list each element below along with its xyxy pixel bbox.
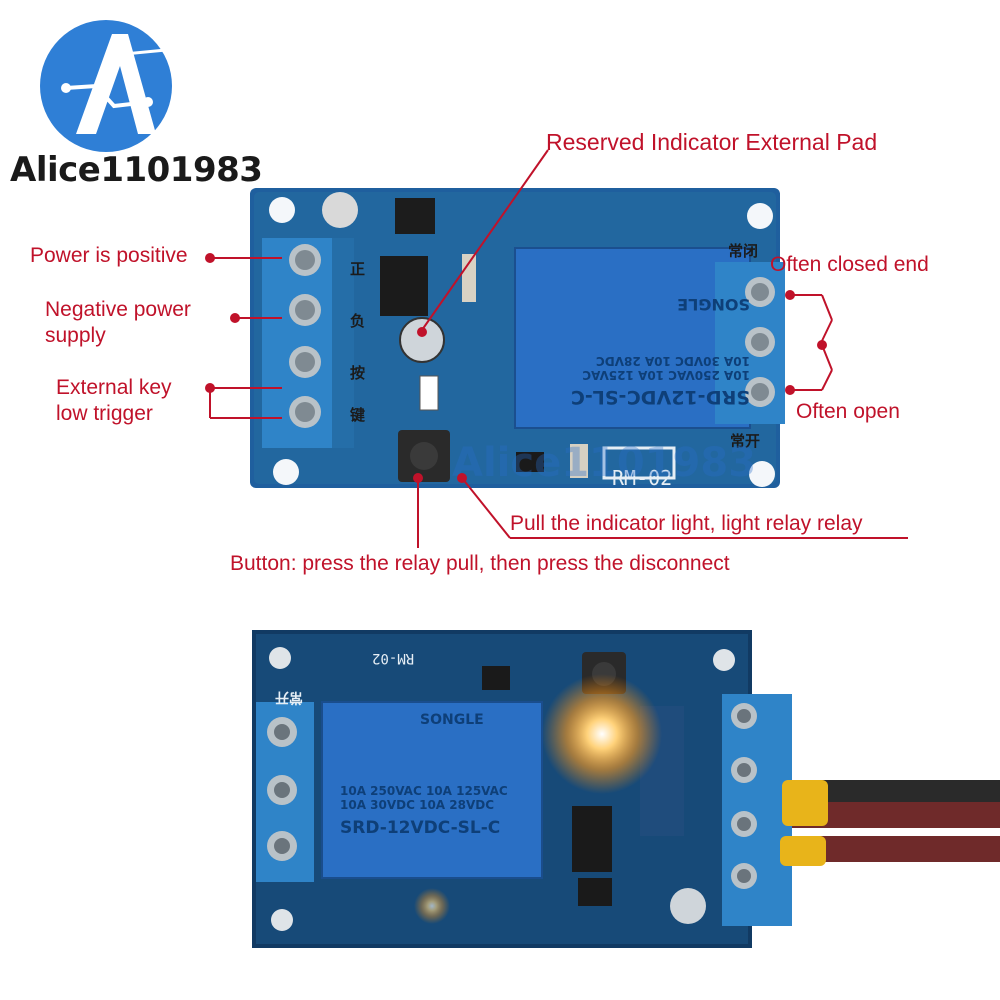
right-terminal-bottom-label: 常开 [730, 432, 761, 450]
callout-reserved-indicator: Reserved Indicator External Pad [546, 129, 878, 155]
left-terminal-char-1: 正 [350, 260, 366, 278]
left-terminal-char-2: 负 [350, 312, 366, 330]
bottom-board-model-label: RM-02 [372, 650, 415, 666]
watermark-text: Alice1101983 [452, 440, 757, 486]
top-board-model-label: RM-02 [612, 466, 673, 490]
callout-lines [205, 149, 908, 548]
bottom-relay-brand: SONGLE [420, 712, 484, 728]
bottom-relay-model: SRD-12VDC-SL-C [340, 818, 501, 838]
callout-pull-indicator: Pull the indicator light, light relay re… [510, 512, 863, 535]
callout-often-closed: Often closed end [770, 253, 929, 276]
left-terminal-char-4: 键 [350, 406, 366, 424]
bottom-relay-markings: SONGLE 10A 250VAC 10A 125VAC 10A 30VDC 1… [340, 712, 552, 838]
relay-board-top-image [250, 188, 785, 488]
right-terminal-top-label: 常闭 [728, 242, 759, 260]
callout-external-key-1: External key [56, 376, 172, 399]
callout-negative-power-1: Negative power [45, 298, 191, 321]
callout-often-open: Often open [796, 400, 900, 423]
left-terminal-char-3: 按 [350, 364, 366, 382]
callout-external-key-2: low trigger [56, 402, 153, 425]
bottom-relay-rating-2: 10A 30VDC 10A 28VDC [340, 798, 495, 812]
logo-text: Alice1101983 [10, 150, 263, 190]
callout-button: Button: press the relay pull, then press… [230, 552, 730, 575]
callout-power-positive: Power is positive [30, 244, 188, 267]
brand-logo [36, 14, 186, 154]
top-board-photo [240, 180, 800, 500]
bottom-relay-rating-1: 10A 250VAC 10A 125VAC [340, 784, 508, 798]
callout-negative-power-2: supply [45, 324, 106, 347]
logo-circle-icon [40, 20, 172, 152]
relay-board-bottom-image [252, 630, 1000, 948]
bottom-board-label-char: 常开 [275, 689, 303, 705]
bottom-board-photo [252, 630, 1000, 950]
